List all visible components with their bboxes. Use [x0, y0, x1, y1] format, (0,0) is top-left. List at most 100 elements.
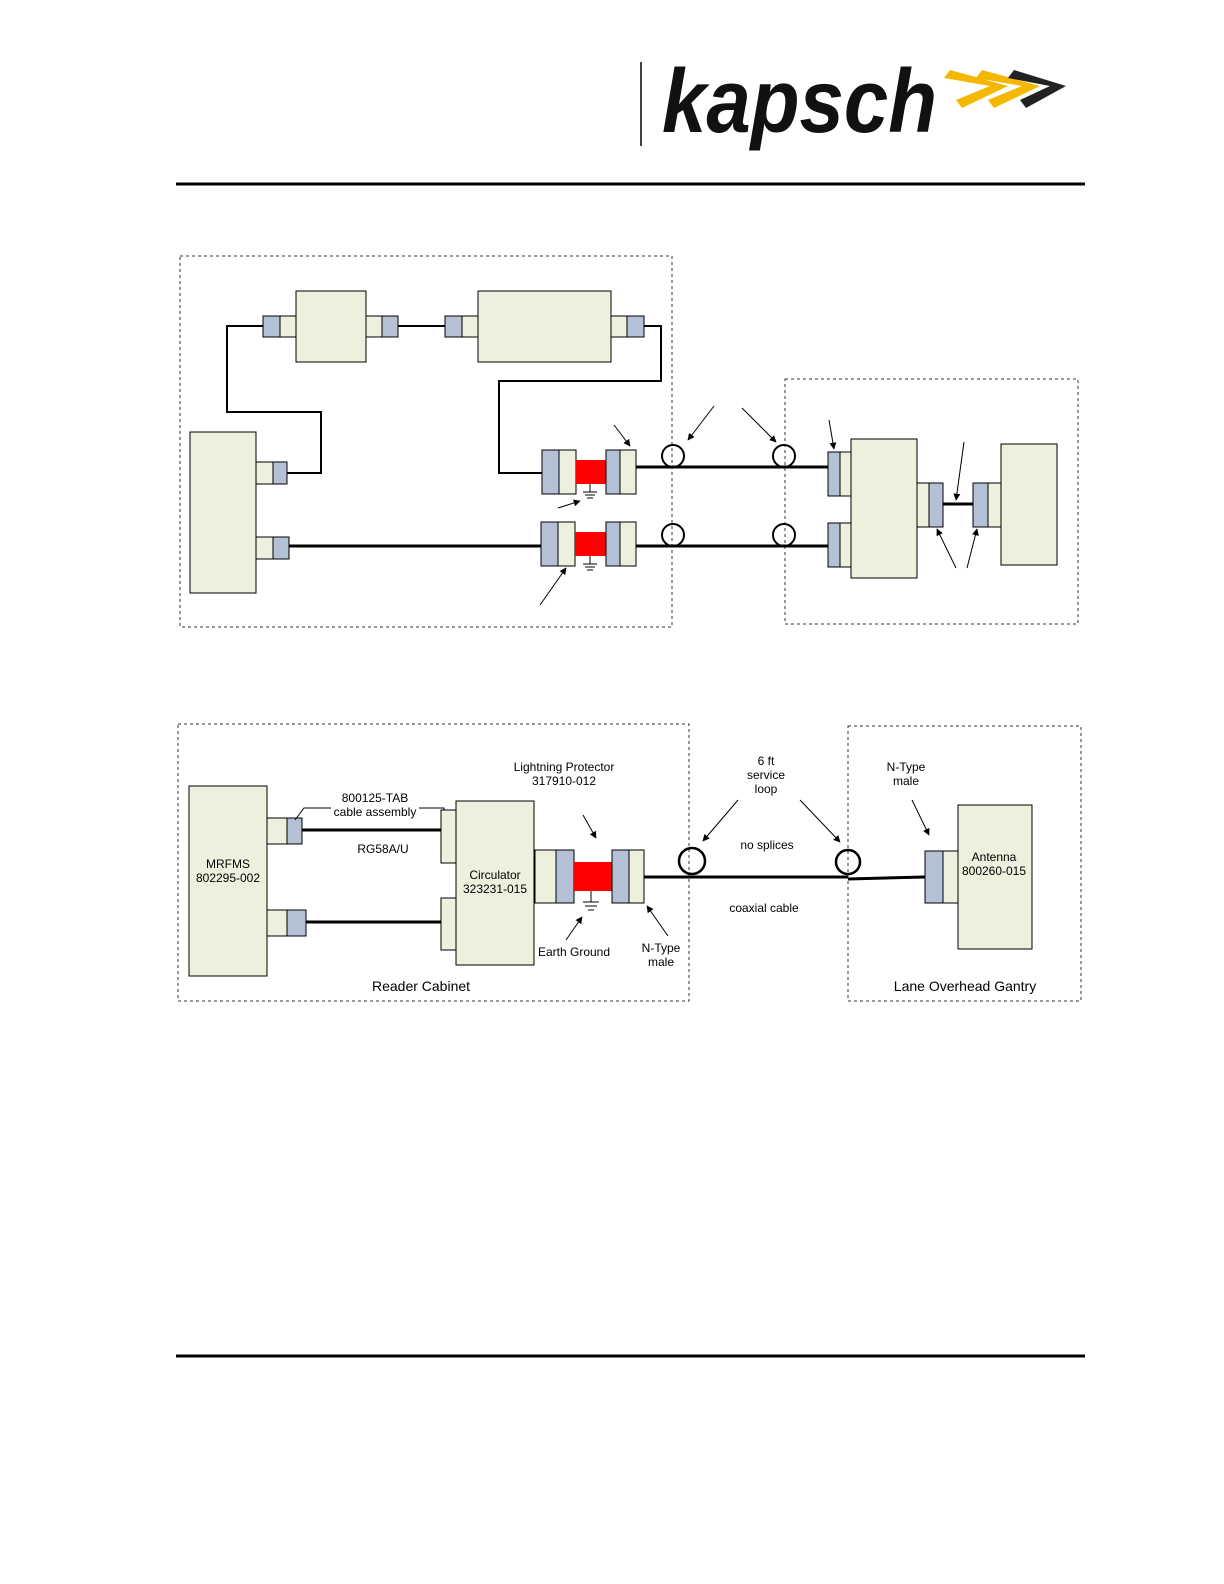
diagram1-box-c: [189, 431, 257, 594]
diagram1-box-d: [850, 438, 918, 579]
diagram1-conn: [839, 522, 852, 568]
ntype-cabinet-label: N-Type: [642, 941, 681, 955]
earth-ground-label: Earth Ground: [538, 945, 610, 959]
protector-connector: [555, 849, 575, 904]
earth-ground-icon: [583, 484, 597, 499]
ntype-antenna-label: N-Type: [887, 760, 926, 774]
diagram1-conn: [610, 315, 628, 338]
kapsch-logo: kapsch: [662, 52, 1066, 152]
antenna-connector: [924, 850, 944, 904]
service-loop-label: 6 ft: [758, 754, 775, 768]
coaxial-cable: [847, 875, 926, 881]
ntype-cabinet-arrow: [646, 905, 669, 937]
service-loop-icon: [772, 523, 796, 547]
mrfms-connector: [266, 909, 288, 937]
diagram1-conn: [827, 522, 841, 568]
diagram1-conn: [839, 451, 852, 497]
diagram1-conn: [365, 315, 383, 338]
lightning-protector: [574, 862, 612, 891]
antenna-connector: [942, 850, 959, 904]
diagram1-conn: [381, 315, 399, 338]
circulator-connector: [440, 809, 457, 864]
mrfms-connector: [266, 817, 288, 845]
diagram1-box-b: [477, 290, 612, 363]
protector-connector: [611, 849, 630, 904]
reader-cabinet-label: Reader Cabinet: [372, 978, 470, 994]
diagram1-protector: [576, 460, 606, 484]
diagram1-protector: [575, 532, 606, 556]
diagram1-gantry-region: [784, 378, 1079, 625]
lightning-protector-arrow: [582, 814, 597, 839]
mrfms-label: MRFMS: [206, 857, 250, 871]
circulator-connector: [440, 897, 457, 951]
ntype-antenna-label: male: [893, 774, 919, 788]
diagram1-arrow: [687, 405, 715, 441]
no-splices-label: no splices: [740, 838, 793, 852]
diagram1-conn: [605, 521, 621, 567]
diagram1-conn: [605, 449, 621, 495]
lightning-protector-part-number: 317910-012: [532, 774, 596, 788]
service-loop-arrow: [799, 799, 841, 843]
diagram1-conn: [262, 315, 281, 338]
diagram1-conn: [279, 315, 297, 338]
lane-gantry-region: [847, 725, 1082, 1002]
mrfms-box: [188, 785, 268, 977]
ntype-cabinet-label: male: [648, 955, 674, 969]
diagram1-arrow: [936, 528, 957, 569]
diagram1-cable: [498, 325, 662, 474]
mrfms-part-number: 802295-002: [196, 871, 260, 885]
lane-gantry-label: Lane Overhead Gantry: [894, 978, 1036, 994]
diagram1-arrow: [966, 528, 979, 569]
mrfms-connector: [286, 909, 307, 937]
diagram1-arrow: [953, 441, 965, 501]
circulator-part-number: 323231-015: [463, 882, 527, 896]
diagram1-box-e: [1000, 443, 1058, 566]
service-loop-label: loop: [755, 782, 778, 796]
diagram1-conn: [255, 536, 274, 560]
diagram1-conn: [557, 521, 576, 567]
diagram1-cable: [226, 325, 322, 474]
diagram1-arrow: [557, 499, 581, 509]
diagram1-cabinet-region: [179, 255, 673, 628]
diagram1-conn: [827, 451, 841, 497]
earth-ground-icon: [583, 891, 599, 911]
earth-ground-arrow: [565, 916, 583, 941]
diagram1-conn: [541, 449, 560, 495]
service-loop-icon: [677, 846, 707, 876]
diagram1-conn: [558, 449, 577, 495]
service-loop-icon: [772, 444, 796, 468]
cable-assembly-leader: [419, 807, 445, 814]
diagram1-arrow: [741, 407, 777, 443]
diagram-1: [179, 255, 1079, 628]
logo-chevrons-icon: [944, 70, 1066, 108]
service-loop-icon: [661, 444, 685, 468]
diagram1-conn: [255, 461, 274, 485]
kapsch-logo-text: kapsch: [662, 52, 937, 152]
diagram1-box-a: [295, 290, 367, 363]
diagram-2: MRFMS 802295-002 800125-TAB cable assemb…: [177, 723, 1082, 1002]
diagram1-conn: [444, 315, 463, 338]
cable-assembly-leader: [294, 807, 331, 821]
service-loop-arrow: [702, 799, 739, 842]
diagram1-conn: [619, 449, 637, 495]
ntype-antenna-arrow: [911, 799, 930, 836]
service-loop-icon: [661, 523, 685, 547]
diagram1-conn: [272, 536, 290, 560]
protector-connector: [628, 849, 645, 904]
diagram1-conn: [619, 521, 637, 567]
coaxial-cable-label: coaxial cable: [729, 901, 799, 915]
header: kapsch: [176, 52, 1085, 186]
cable-assembly-label: 800125-TAB: [342, 791, 409, 805]
circulator-label: Circulator: [469, 868, 520, 882]
diagram1-conn: [272, 461, 288, 485]
antenna-part-number: 800260-015: [962, 864, 1026, 878]
diagram1-conn: [626, 315, 645, 338]
antenna-box: [957, 804, 1033, 950]
lightning-protector-label: Lightning Protector: [514, 760, 615, 774]
diagram1-conn: [972, 482, 989, 528]
diagram1-conn: [461, 315, 479, 338]
protector-connector: [534, 849, 557, 904]
cable-type-label: RG58A/U: [357, 842, 408, 856]
cable-assembly-label: cable assembly: [334, 805, 417, 819]
